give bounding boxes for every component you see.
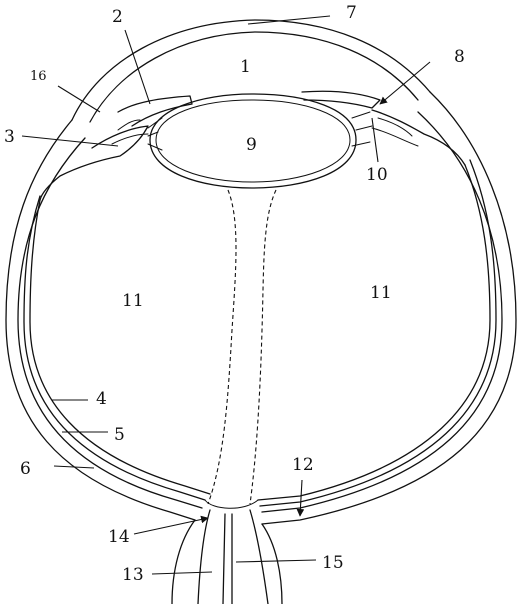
label-1: 1: [240, 57, 251, 77]
lens: [149, 93, 357, 189]
label-11-left: 11: [122, 291, 144, 311]
choroid-left: [23, 195, 206, 501]
label-13: 13: [122, 565, 144, 585]
label-12: 12: [292, 455, 314, 475]
iris-left: [117, 95, 193, 127]
label-4: 4: [96, 389, 107, 409]
optic-nerve-inner-left: [197, 509, 211, 604]
hyaloid-canal-left: [207, 189, 237, 505]
label-14: 14: [108, 527, 130, 547]
leader-3: [21, 135, 119, 147]
leader-14: [133, 515, 209, 535]
ciliary-body-left: [39, 125, 149, 201]
leader-13: [151, 571, 213, 575]
leader-6: [53, 465, 95, 469]
cornea-inner: [89, 31, 419, 123]
leader-8: [379, 61, 431, 105]
optic-nerve-inner-right: [249, 509, 269, 604]
leader-12: [296, 479, 305, 517]
retina-right: [257, 164, 491, 501]
leader-16: [57, 85, 101, 113]
iris-right: [301, 90, 381, 109]
central-vessel-1: [222, 513, 226, 604]
choroid-right: [259, 159, 497, 507]
label-2: 2: [112, 7, 123, 27]
leader-15: [235, 559, 317, 563]
ciliary-detail-right: [371, 117, 419, 147]
sclera-inner-right: [261, 111, 503, 513]
leader-10: [371, 117, 379, 163]
label-6: 6: [20, 459, 31, 479]
sclera-outer: [5, 119, 196, 521]
zonule-right: [351, 111, 373, 147]
label-3: 3: [4, 127, 15, 147]
label-9: 9: [246, 135, 257, 155]
label-10: 10: [366, 165, 388, 185]
label-5: 5: [114, 425, 125, 445]
hyaloid-canal-right: [249, 189, 277, 505]
leader-7: [247, 15, 331, 25]
optic-nerve-sheath-right: [261, 523, 283, 604]
label-11-right: 11: [370, 283, 392, 303]
sclera-outer-right: [261, 91, 517, 525]
sclera-inner: [17, 137, 203, 509]
ciliary-body-right: [371, 109, 466, 166]
label-8: 8: [454, 47, 465, 67]
lens-capsule: [155, 99, 351, 183]
retina-left: [29, 199, 211, 495]
label-15: 15: [322, 553, 344, 573]
optic-disc: [204, 499, 259, 509]
cornea-outer: [71, 19, 431, 121]
label-7: 7: [346, 3, 357, 23]
ciliary-detail-left: [111, 119, 149, 145]
optic-nerve-sheath-left: [171, 519, 196, 604]
label-16: 16: [30, 69, 47, 84]
leader-2: [124, 29, 151, 105]
